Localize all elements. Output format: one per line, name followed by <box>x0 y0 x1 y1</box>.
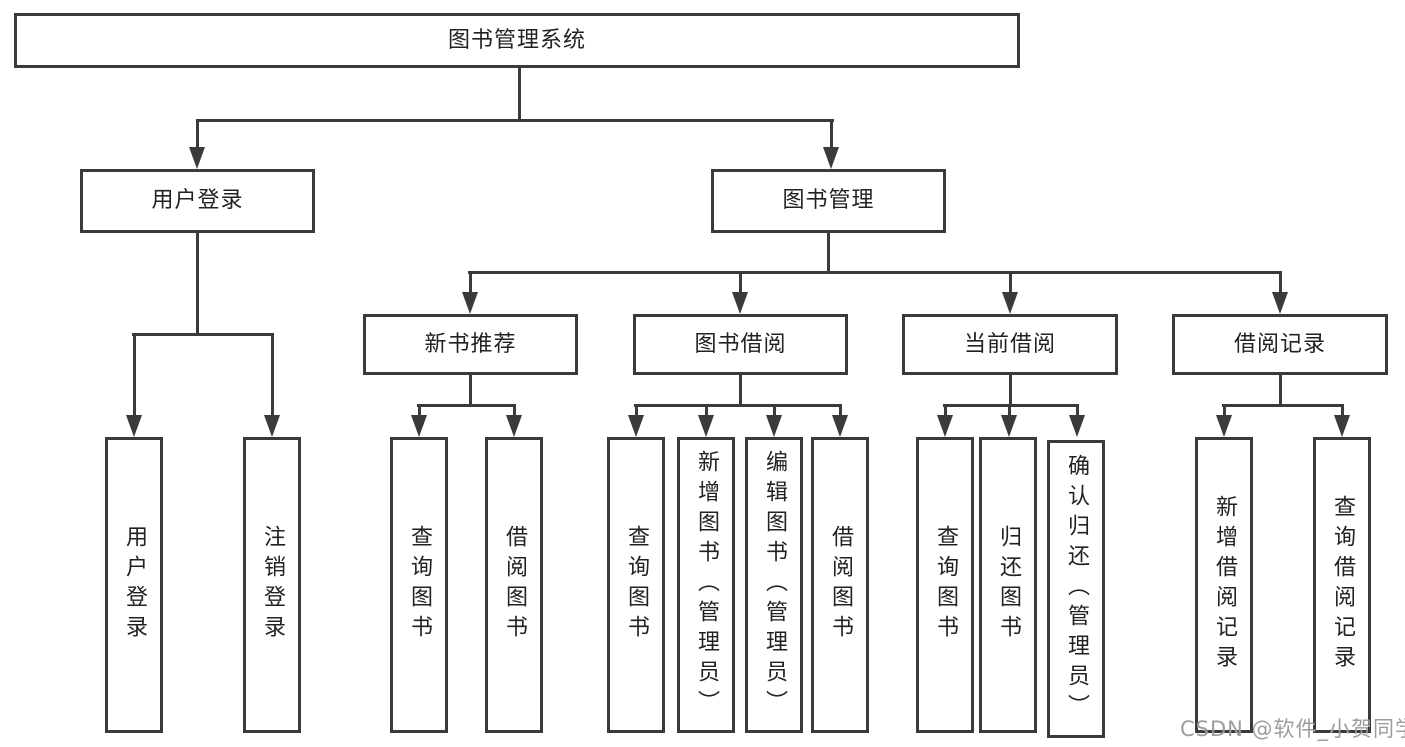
arrow-user-login-icon <box>189 147 205 169</box>
arrow-leaf-query-record-icon <box>1334 415 1350 437</box>
leaf-query-books-recommend-label: 查询图书 <box>407 525 432 645</box>
leaf-query-books-current: 查询图书 <box>916 437 974 733</box>
connector-leaf-query1-drop <box>418 404 421 418</box>
arrow-leaf-add-book-icon <box>698 415 714 437</box>
connector-current-borrow-stem <box>1009 374 1012 407</box>
connector-book-borrow-rail <box>634 404 842 407</box>
arrow-leaf-confirm-icon <box>1069 415 1085 437</box>
arrow-leaf-login-icon <box>126 415 142 437</box>
node-book-borrow: 图书借阅 <box>633 314 848 375</box>
arrow-borrow-record-icon <box>1272 292 1288 314</box>
connector-borrow-record-rail <box>1222 404 1344 407</box>
leaf-logout-label: 注销登录 <box>260 525 285 645</box>
leaf-borrow-books-recommend-label: 借阅图书 <box>502 525 527 645</box>
leaf-add-book-admin: 新增图书（管理员） <box>677 437 735 733</box>
leaf-query-books-borrow-label: 查询图书 <box>624 525 649 645</box>
arrow-book-borrow-icon <box>732 292 748 314</box>
leaf-user-login-label: 用户登录 <box>122 525 147 645</box>
arrow-leaf-borrow2-icon <box>832 415 848 437</box>
connector-book-borrow-stem <box>739 374 742 407</box>
connector-user-login-stem <box>196 232 199 336</box>
connector-book-borrow-drop <box>739 271 742 295</box>
connector-book-mgmt-drop <box>830 119 833 150</box>
leaf-query-borrow-record-label: 查询借阅记录 <box>1330 495 1355 675</box>
connector-leaf-query2-drop <box>635 404 638 418</box>
connector-borrow-record-stem <box>1279 374 1282 407</box>
leaf-user-login: 用户登录 <box>105 437 163 733</box>
node-book-management: 图书管理 <box>711 169 946 233</box>
leaf-query-books-current-label: 查询图书 <box>933 525 958 645</box>
node-new-book-recommend-label: 新书推荐 <box>424 331 517 357</box>
leaf-add-book-admin-label: 新增图书（管理员） <box>694 450 719 720</box>
arrow-leaf-return-icon <box>1001 415 1017 437</box>
leaf-query-borrow-record: 查询借阅记录 <box>1313 437 1371 733</box>
arrow-leaf-logout-icon <box>264 415 280 437</box>
arrow-leaf-query1-icon <box>411 415 427 437</box>
connector-leaf-borrow1-drop <box>513 404 516 418</box>
connector-leaf-login-drop <box>133 333 136 417</box>
node-new-book-recommend: 新书推荐 <box>363 314 578 375</box>
leaf-add-borrow-record-label: 新增借阅记录 <box>1212 495 1237 675</box>
arrow-leaf-borrow1-icon <box>506 415 522 437</box>
connector-user-login-rail <box>132 333 274 336</box>
connector-user-login-drop <box>196 119 199 150</box>
leaf-borrow-books-recommend: 借阅图书 <box>485 437 543 733</box>
leaf-return-book: 归还图书 <box>979 437 1037 733</box>
connector-new-book-stem <box>469 374 472 407</box>
connector-leaf-add-record-drop <box>1223 404 1226 418</box>
connector-leaf-query3-drop <box>944 404 947 418</box>
arrow-current-borrow-icon <box>1002 292 1018 314</box>
leaf-confirm-return-admin: 确认归还（管理员） <box>1047 440 1105 738</box>
leaf-edit-book-admin-label: 编辑图书（管理员） <box>762 450 787 720</box>
arrow-leaf-add-record-icon <box>1216 415 1232 437</box>
leaf-add-borrow-record: 新增借阅记录 <box>1195 437 1253 733</box>
node-root-label: 图书管理系统 <box>447 27 586 53</box>
connector-level3-rail <box>468 271 1282 274</box>
connector-leaf-borrow2-drop <box>839 404 842 418</box>
connector-borrow-record-drop <box>1279 271 1282 295</box>
watermark: CSDN @软件_小贺同学 <box>1180 717 1405 741</box>
arrow-book-mgmt-icon <box>823 147 839 169</box>
connector-new-book-drop <box>469 271 472 295</box>
node-user-login-label: 用户登录 <box>151 188 244 213</box>
connector-current-borrow-drop <box>1009 271 1012 295</box>
arrow-leaf-edit-book-icon <box>766 415 782 437</box>
node-book-borrow-label: 图书借阅 <box>694 331 787 357</box>
node-borrow-record-label: 借阅记录 <box>1233 331 1326 357</box>
connector-leaf-edit-book-drop <box>773 404 776 418</box>
connector-leaf-logout-drop <box>271 333 274 417</box>
connector-root-stem <box>518 68 521 121</box>
leaf-borrow-books-label: 借阅图书 <box>828 525 853 645</box>
leaf-confirm-return-admin-label: 确认归还（管理员） <box>1064 454 1089 724</box>
connector-new-book-rail <box>417 404 516 407</box>
connector-level2-rail <box>196 119 834 122</box>
node-book-management-label: 图书管理 <box>782 188 875 213</box>
connector-leaf-add-book-drop <box>705 404 708 418</box>
leaf-query-books-recommend: 查询图书 <box>390 437 448 733</box>
leaf-logout: 注销登录 <box>243 437 301 733</box>
connector-leaf-return-drop <box>1008 404 1011 418</box>
node-root: 图书管理系统 <box>14 13 1020 68</box>
connector-leaf-confirm-drop <box>1076 404 1079 418</box>
node-current-borrow-label: 当前借阅 <box>963 331 1056 357</box>
leaf-query-books-borrow: 查询图书 <box>607 437 665 733</box>
leaf-return-book-label: 归还图书 <box>996 525 1021 645</box>
connector-book-mgmt-stem <box>827 232 830 273</box>
arrow-leaf-query3-icon <box>937 415 953 437</box>
leaf-borrow-books: 借阅图书 <box>811 437 869 733</box>
node-current-borrow: 当前借阅 <box>902 314 1118 375</box>
node-user-login: 用户登录 <box>80 169 315 233</box>
arrow-new-book-icon <box>462 292 478 314</box>
arrow-leaf-query2-icon <box>628 415 644 437</box>
node-borrow-record: 借阅记录 <box>1172 314 1388 375</box>
connector-leaf-query-record-drop <box>1341 404 1344 418</box>
leaf-edit-book-admin: 编辑图书（管理员） <box>745 437 803 733</box>
